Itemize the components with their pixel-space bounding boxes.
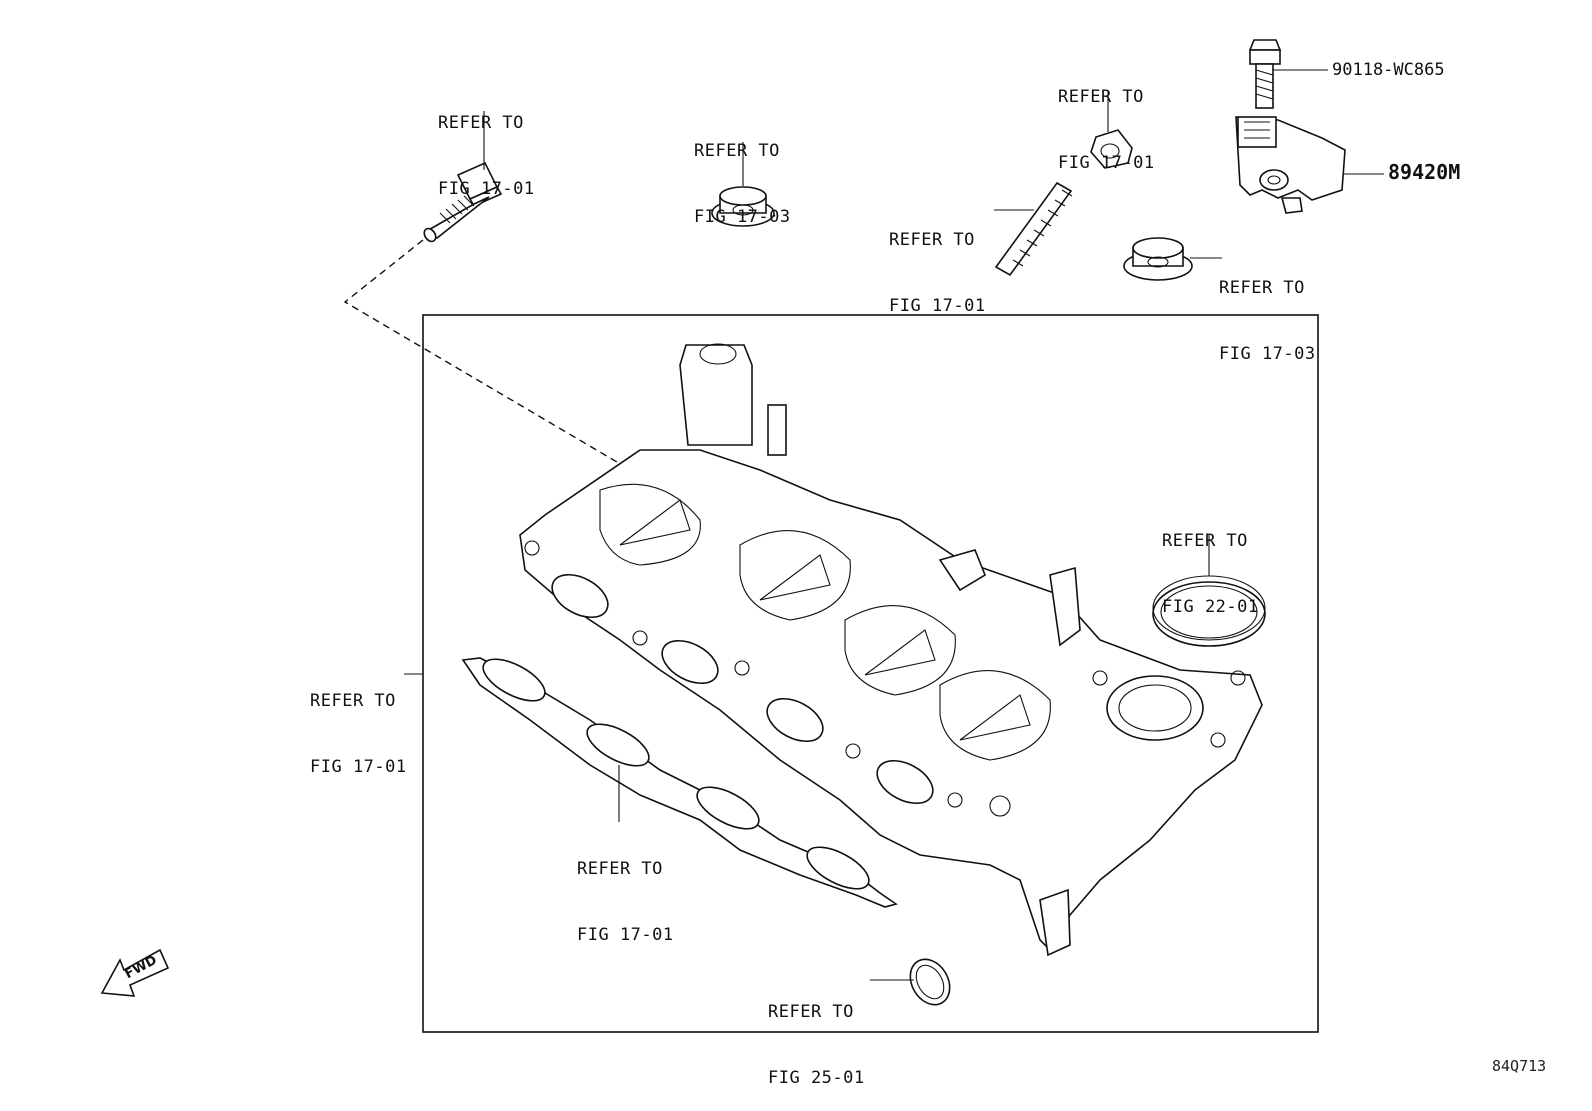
dashed-leader-bolt <box>343 239 624 521</box>
flange-nut-top-right <box>1090 129 1133 169</box>
callout-line1: REFER TO <box>889 230 975 250</box>
callout-line1: REFER TO <box>438 113 524 133</box>
flange-bolt-top-left <box>423 161 503 243</box>
illustration-id: 84Q713 <box>1492 1057 1547 1075</box>
fwd-arrow-icon <box>100 948 170 997</box>
callout-line2: FIG 17-03 <box>1219 344 1316 364</box>
part-number-sensor: 89420M <box>1388 160 1461 184</box>
callout-stud: REFER TO FIG 17-01 <box>889 185 986 339</box>
callout-nut-top: REFER TO FIG 17-03 <box>694 96 791 250</box>
callout-line2: FIG 17-01 <box>1058 153 1155 173</box>
callout-line2: FIG 25-01 <box>768 1068 865 1088</box>
callout-line1: REFER TO <box>1058 87 1144 107</box>
callout-line1: REFER TO <box>768 1002 854 1022</box>
callout-line2: FIG 22-01 <box>1162 597 1259 617</box>
callout-bolt-top-left: REFER TO FIG 17-01 <box>438 68 535 222</box>
stud-bolt <box>994 181 1073 277</box>
callout-nut-top-right: REFER TO FIG 17-01 <box>1058 42 1155 196</box>
flange-nut-top <box>711 186 775 227</box>
callout-gasket-ring: REFER TO FIG 22-01 <box>1162 486 1259 640</box>
callout-line1: REFER TO <box>310 691 396 711</box>
sensor-89420m <box>1235 116 1346 214</box>
callout-line2: FIG 17-01 <box>577 925 674 945</box>
flange-nut-right <box>1123 237 1193 281</box>
callout-line2: FIG 17-03 <box>694 207 791 227</box>
manifold-gasket <box>461 657 898 908</box>
callout-manifold-gasket: REFER TO FIG 17-01 <box>577 814 674 968</box>
callout-line1: REFER TO <box>1162 531 1248 551</box>
callout-line1: REFER TO <box>577 859 663 879</box>
callout-nut-right: REFER TO FIG 17-03 <box>1219 233 1316 387</box>
part-number-sensor-bolt: 90118-WC865 <box>1332 60 1445 80</box>
sensor-bolt <box>1248 39 1282 109</box>
callout-line2: FIG 17-01 <box>310 757 407 777</box>
gasket-ring-small <box>909 958 951 1006</box>
callout-bottom-ring: REFER TO FIG 25-01 <box>768 957 865 1111</box>
callout-line2: FIG 17-01 <box>889 296 986 316</box>
intake-manifold <box>519 343 1263 957</box>
callout-line2: FIG 17-01 <box>438 179 535 199</box>
callout-line1: REFER TO <box>1219 278 1305 298</box>
callout-line1: REFER TO <box>694 141 780 161</box>
callout-manifold: REFER TO FIG 17-01 <box>310 646 407 800</box>
